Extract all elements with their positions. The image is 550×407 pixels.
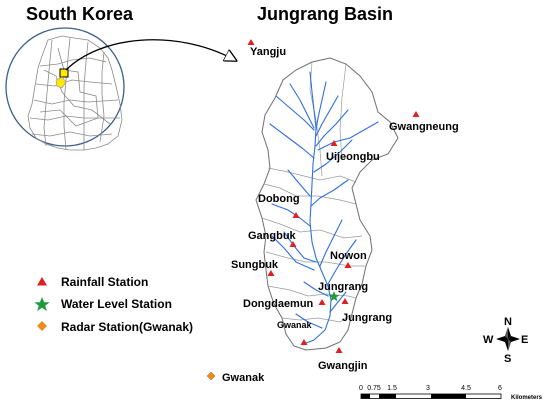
station-labels: Yangju Gwangneung Uijeongbu Dobong Gangb…	[222, 46, 459, 384]
legend: Rainfall Station Water Level Station Rad…	[34, 275, 193, 334]
rainfall-station-jungrang-marker	[341, 298, 349, 304]
station-label: Jungrang	[342, 312, 392, 324]
station-label: Gwangneung	[389, 121, 459, 133]
station-label: Gwangjin	[318, 360, 368, 372]
legend-triangle-icon	[37, 277, 47, 286]
basin-outline	[255, 57, 399, 351]
station-label: Gangbuk	[248, 230, 297, 242]
compass-s: S	[504, 353, 511, 365]
rainfall-station-dongdaemun-marker	[318, 299, 326, 305]
rainfall-station-gwangneung-marker	[412, 111, 420, 117]
north-arrow: N S E W	[483, 316, 528, 365]
rainfall-station-gwangjin-marker	[335, 347, 343, 353]
station-label: Nowon	[330, 250, 367, 262]
seoul-highlight	[55, 76, 67, 89]
rainfall-station-sungbuk-marker	[267, 270, 275, 276]
river-network	[269, 71, 379, 345]
scale-tick: 0	[359, 385, 363, 392]
legend-diamond-icon	[37, 321, 47, 331]
radar-station-label: Gwanak	[222, 372, 265, 384]
station-label: Uijeongbu	[326, 151, 380, 163]
compass-e: E	[521, 334, 528, 346]
scale-tick: 4.5	[461, 385, 471, 392]
scale-bar: 0 0.75 1.5 3 4.5 6 Kilometers	[359, 385, 543, 401]
jungrang-basin-title: Jungrang Basin	[257, 4, 393, 24]
rainfall-station-gwanak-marker	[300, 339, 308, 345]
compass-n: N	[504, 316, 512, 328]
basin-highlight-box	[59, 68, 69, 78]
station-label: Yangju	[250, 46, 286, 58]
rainfall-station-yangju-marker	[247, 39, 255, 45]
scale-tick: 6	[498, 385, 502, 392]
scale-unit: Kilometers	[511, 395, 543, 401]
south-korea-inset	[5, 27, 125, 151]
station-label: Dobong	[258, 193, 300, 205]
pointer-arrow	[65, 39, 235, 71]
radar-station-marker	[206, 371, 216, 381]
rainfall-station-dobong-marker	[292, 212, 300, 218]
legend-label-rainfall: Rainfall Station	[61, 275, 148, 289]
rainfall-station-gangbuk-marker	[289, 241, 297, 247]
legend-star-icon	[34, 297, 50, 311]
water-level-station-marker	[328, 291, 340, 302]
scale-tick: 3	[426, 385, 430, 392]
legend-label-radar: Radar Station(Gwanak)	[61, 320, 193, 334]
station-label: Jungrang	[318, 281, 368, 293]
rainfall-stations	[247, 39, 420, 353]
station-label: Gwanak	[277, 320, 313, 330]
rainfall-station-uijeongbu-marker	[330, 140, 338, 146]
legend-label-water-level: Water Level Station	[61, 297, 172, 311]
station-label: Dongdaemun	[243, 298, 314, 310]
compass-w: W	[483, 334, 494, 346]
rainfall-station-nowon-marker	[344, 262, 352, 268]
scale-tick: 1.5	[387, 385, 397, 392]
station-label: Sungbuk	[231, 259, 279, 271]
scale-tick: 0.75	[367, 385, 381, 392]
korea-outline	[27, 35, 123, 151]
south-korea-title: South Korea	[26, 4, 134, 24]
